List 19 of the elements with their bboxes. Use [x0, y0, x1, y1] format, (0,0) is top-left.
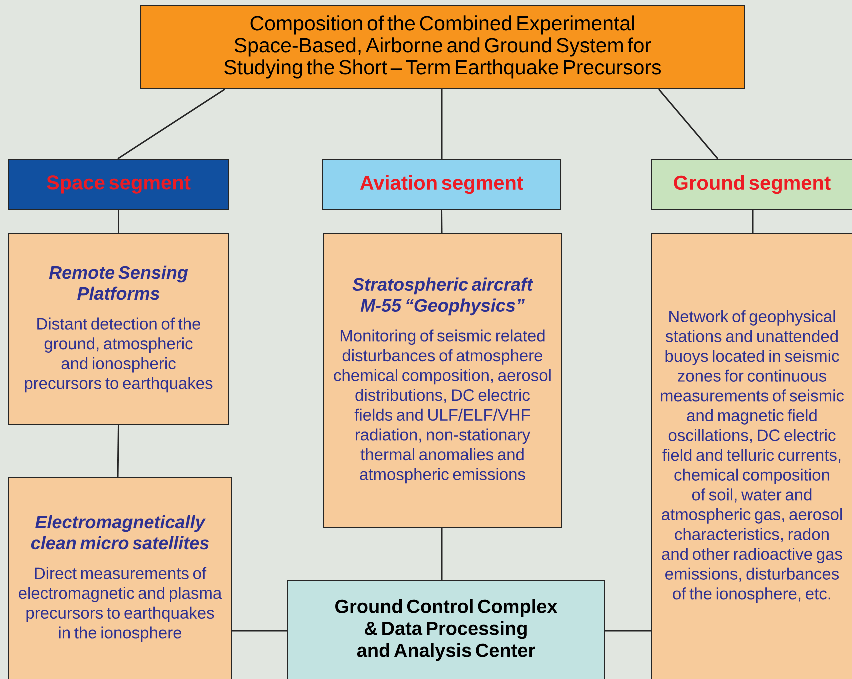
- connector-line: [658, 89, 719, 160]
- description-box: Network of geophysical stations and unattended buoys located in seismic zones for continuous measurements of seismic and magnetic field oscillations, DC electric field and telluric currents, chemical composition of soil, water and atmospheric gas, aerosol characteristics, radon and other radioactive gas emissions, disturbances of the ionosphere, etc.: [651, 232, 852, 679]
- connector-line: [752, 210, 754, 233]
- connector-line: [441, 210, 443, 233]
- description-box: Stratospheric aircraft M-55 “Geophysics” Monitoring of seismic related disturbances of atmosphere chemical composition, aerosol distributions, DC electric fields and ULF/ELF/VHF radiation, non-stationary thermal anomalies and atmospheric emissions: [323, 232, 562, 528]
- connector-line: [232, 630, 287, 632]
- description-box: Remote Sensing Platforms Distant detection of the ground, atmospheric and ionospheric precursors to earthquakes: [8, 232, 230, 426]
- connector-line: [118, 210, 120, 233]
- connector-line: [441, 528, 443, 580]
- description-box: Electromagnetically clean micro satellites Direct measurements of electromagnetic and plasma precursors to earthquakes in the ionosphere: [8, 476, 232, 679]
- connector-line: [441, 90, 443, 159]
- segment-box: Ground segment: [651, 159, 852, 210]
- title-box: Composition of the Combined Experimental Space-Based, Airborne and Ground System for Studying the Short – Term Earthquake Precursors: [140, 4, 746, 90]
- segment-box: Space segment: [8, 159, 230, 210]
- connector-line: [606, 630, 651, 632]
- connector-line: [117, 425, 120, 477]
- control-center-box: Ground Control Complex & Data Processing and Analysis Center: [287, 580, 606, 679]
- segment-box: Aviation segment: [322, 159, 562, 210]
- connector-line: [118, 88, 226, 160]
